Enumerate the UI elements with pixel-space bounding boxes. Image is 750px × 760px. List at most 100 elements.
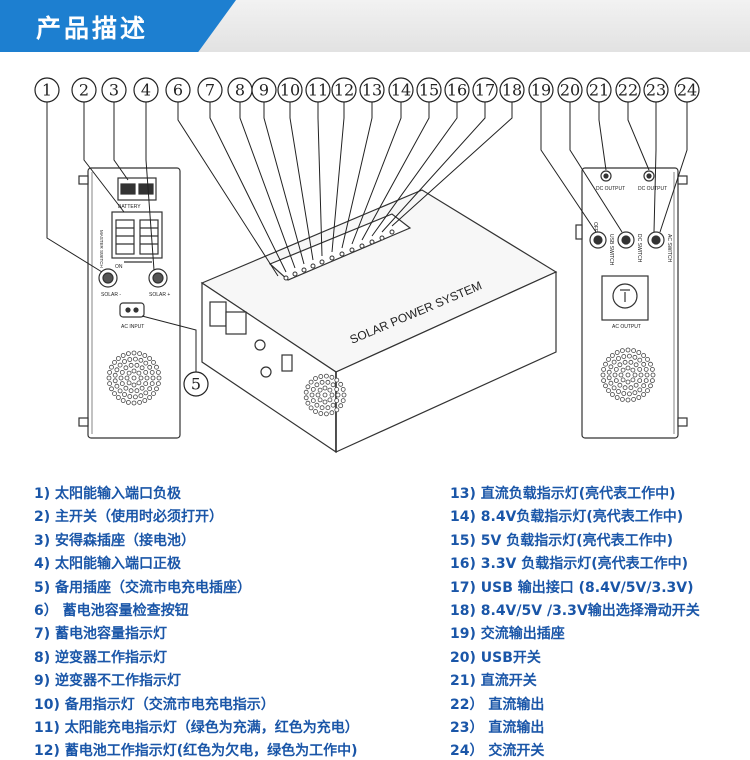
- vent-hole: [143, 390, 149, 396]
- vent-hole: [109, 386, 114, 392]
- legend-item-7: 7) 蓄电池容量指示灯: [34, 626, 168, 643]
- callout-label-6: 6: [173, 81, 183, 100]
- leader-line: [83, 102, 125, 213]
- vent-hole: [317, 397, 323, 403]
- vent-hole: [637, 387, 643, 393]
- right-side-panel: [575, 167, 688, 439]
- solar-minus-label: SOLAR -: [101, 292, 121, 298]
- vent-hole: [125, 351, 131, 357]
- vent-hole: [114, 367, 120, 373]
- vent-hole: [139, 385, 145, 391]
- leader-line: [361, 102, 430, 241]
- vent-hole: [117, 388, 123, 394]
- callout-label-2: 2: [79, 81, 89, 100]
- vent-hole: [611, 359, 617, 365]
- vent-hole: [330, 382, 336, 388]
- vent-hole: [641, 353, 646, 358]
- leader-line: [569, 102, 623, 233]
- leader-line: [659, 102, 688, 233]
- ac-input-label: AC INPUT: [121, 324, 144, 330]
- master-switch-label: MASTER SWITCH: [99, 230, 104, 268]
- vent-hole: [648, 361, 653, 367]
- center-device: [200, 189, 558, 454]
- vent-hole: [340, 398, 346, 404]
- vent-hole: [127, 357, 133, 362]
- vent-hole: [119, 369, 125, 375]
- vent-hole: [131, 382, 137, 388]
- leader-line: [627, 102, 650, 171]
- vent-hole: [616, 389, 621, 394]
- vent-hole: [335, 392, 341, 398]
- vent-hole: [117, 362, 123, 368]
- indicator-led: [301, 267, 307, 273]
- vent-hole: [330, 402, 336, 408]
- legend-item-10: 10) 备用指示灯（交流市电充电指示）: [34, 696, 275, 713]
- vent-hole: [600, 372, 606, 378]
- vent-hole: [637, 378, 643, 384]
- callout-label-7: 7: [205, 81, 215, 100]
- legend-item-8: 8) 逆变器工作指示灯: [34, 649, 168, 666]
- vent-hole: [112, 391, 117, 397]
- vent-hole: [632, 372, 638, 378]
- vent-hole: [610, 353, 615, 358]
- vent-hole: [134, 362, 140, 368]
- vent-hole: [123, 385, 129, 391]
- legend-item-19: 19) 交流输出插座: [450, 626, 565, 643]
- leader-line: [145, 102, 155, 271]
- leader-line: [598, 102, 607, 171]
- vent-hole: [329, 374, 335, 380]
- vent-hole: [625, 347, 631, 353]
- callout-label-11: 11: [308, 81, 328, 100]
- vent-hole: [329, 392, 335, 398]
- vent-hole: [606, 388, 611, 394]
- vent-hole: [139, 365, 145, 371]
- leader-line: [371, 102, 458, 237]
- vent-hole: [338, 403, 344, 409]
- vent-hole: [143, 381, 149, 387]
- vent-center: [303, 373, 347, 417]
- vent-hole: [334, 407, 340, 413]
- vent-hole: [323, 373, 329, 379]
- callout-label-13: 13: [362, 81, 382, 100]
- header-accent: [0, 0, 236, 52]
- vent-hole: [613, 366, 619, 372]
- vent-hole: [628, 359, 634, 365]
- vent-hole: [620, 396, 625, 402]
- indicator-led: [379, 235, 385, 241]
- vent-hole: [308, 379, 314, 385]
- indicator-led: [283, 275, 289, 281]
- vent-hole: [149, 381, 155, 387]
- vent-hole: [329, 410, 335, 416]
- vent-hole: [641, 361, 647, 367]
- vent-hole: [112, 372, 118, 378]
- vent-hole: [309, 392, 315, 398]
- vent-hole: [608, 364, 614, 370]
- vent-hole: [617, 382, 623, 388]
- vent-hole: [636, 395, 642, 400]
- usb-switch-label: USB SWITCH: [608, 234, 614, 266]
- vent-hole: [625, 372, 631, 378]
- vent-hole: [341, 392, 347, 398]
- vent-hole: [637, 357, 643, 363]
- vent-hole: [124, 375, 130, 381]
- vent-hole: [155, 381, 161, 387]
- vent-hole: [620, 377, 626, 383]
- vent-hole: [601, 366, 606, 372]
- vent-hole: [120, 353, 126, 358]
- vent-hole: [313, 376, 318, 381]
- vent-hole: [614, 350, 620, 355]
- leader-line: [317, 102, 323, 257]
- vent-hole: [136, 370, 142, 376]
- indicator-led: [329, 255, 335, 261]
- vent-hole: [318, 411, 324, 416]
- legend-item-11: 11) 太阳能充电指示灯（绿色为充满，红色为充电）: [34, 720, 359, 736]
- legend-item-22: 22） 直流输出: [450, 696, 545, 713]
- vent-hole: [325, 379, 331, 385]
- on-label: ON: [115, 264, 123, 270]
- vent-hole: [334, 398, 340, 404]
- vent-hole: [633, 362, 639, 368]
- vent-hole: [131, 375, 137, 381]
- vent-hole: [106, 375, 112, 381]
- vent-hole: [327, 387, 333, 393]
- vent-hole: [606, 369, 612, 375]
